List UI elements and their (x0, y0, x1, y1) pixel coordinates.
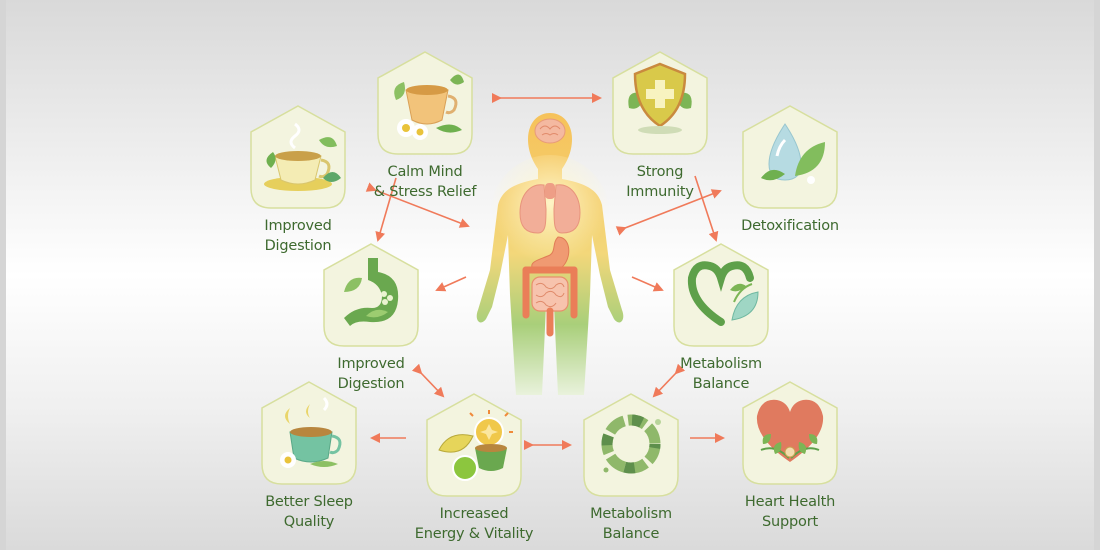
node-metabolism-balance-bottom: Metabolism Balance (566, 392, 696, 544)
node-calm-mind: Calm Mind & Stress Relief (360, 50, 490, 202)
tea-cup-saucer-icon (264, 122, 341, 191)
label-line-1: Metabolism (590, 506, 672, 522)
label-line-2: Digestion (337, 376, 405, 392)
hex-badge (376, 50, 474, 156)
label-line-1: Improved (264, 218, 332, 234)
hex-badge (741, 380, 839, 486)
human-body-figure (460, 105, 640, 400)
hex-badge (672, 242, 770, 348)
hex-badge (741, 104, 839, 210)
label-line-1: Better Sleep (265, 494, 353, 510)
label-line-2: Digestion (264, 238, 332, 254)
human-body-icon (476, 113, 624, 395)
stomach-leaf-icon (344, 258, 399, 326)
right-edge-border (1094, 0, 1100, 550)
node-heart-health: Heart Health Support (725, 380, 855, 532)
label-line-2: Balance (692, 376, 750, 392)
node-detoxification: Detoxification (725, 104, 855, 236)
tea-cup-moon-icon (280, 396, 342, 468)
label-line-2: Support (762, 514, 818, 530)
heart-leaves-icon (756, 399, 824, 462)
label-line-1: Strong (636, 164, 684, 180)
node-improved-digestion-top: Improved Digestion (233, 104, 363, 256)
label-line-1: Heart Health (744, 494, 836, 510)
hex-badge (249, 104, 347, 210)
label-line-2: Energy & Vitality (414, 526, 534, 542)
cycle-ring-icon (601, 414, 661, 474)
node-label: Better Sleep Quality (244, 492, 374, 532)
node-strong-immunity: Strong Immunity (595, 50, 725, 202)
label-line-2: Quality (283, 514, 335, 530)
label-line-1: Detoxification (741, 218, 839, 234)
label-line-2: & Stress Relief (373, 184, 477, 200)
node-metabolism-balance-mid: Metabolism Balance (656, 242, 786, 394)
left-edge-border (0, 0, 6, 550)
node-label: Improved Digestion (233, 216, 363, 256)
hex-badge (611, 50, 709, 156)
shield-cross-icon (628, 62, 692, 134)
node-label: Metabolism Balance (656, 354, 786, 394)
node-label: Calm Mind & Stress Relief (360, 162, 490, 202)
water-drop-leaf-icon (761, 123, 825, 184)
node-label: Heart Health Support (725, 492, 855, 532)
hex-badge (260, 380, 358, 486)
label-line-1: Improved (337, 356, 405, 372)
label-line-1: Calm Mind (387, 164, 463, 180)
node-improved-digestion-mid: Improved Digestion (306, 242, 436, 394)
label-line-1: Increased (439, 506, 509, 522)
label-line-2: Balance (602, 526, 660, 542)
hex-badge (425, 392, 523, 498)
node-label: Metabolism Balance (566, 504, 696, 544)
tea-cup-chamomile-icon (394, 74, 464, 140)
node-label: Increased Energy & Vitality (409, 504, 539, 544)
node-label: Improved Digestion (306, 354, 436, 394)
sun-fruit-icon (438, 410, 513, 481)
hex-badge (582, 392, 680, 498)
hex-badge (322, 242, 420, 348)
node-label: Detoxification (725, 216, 855, 236)
node-energy-vitality: Increased Energy & Vitality (409, 392, 539, 544)
node-label: Strong Immunity (595, 162, 725, 202)
leaf-heart-icon (687, 261, 759, 326)
node-better-sleep: Better Sleep Quality (244, 380, 374, 532)
label-line-1: Metabolism (680, 356, 762, 372)
label-line-2: Immunity (626, 184, 694, 200)
